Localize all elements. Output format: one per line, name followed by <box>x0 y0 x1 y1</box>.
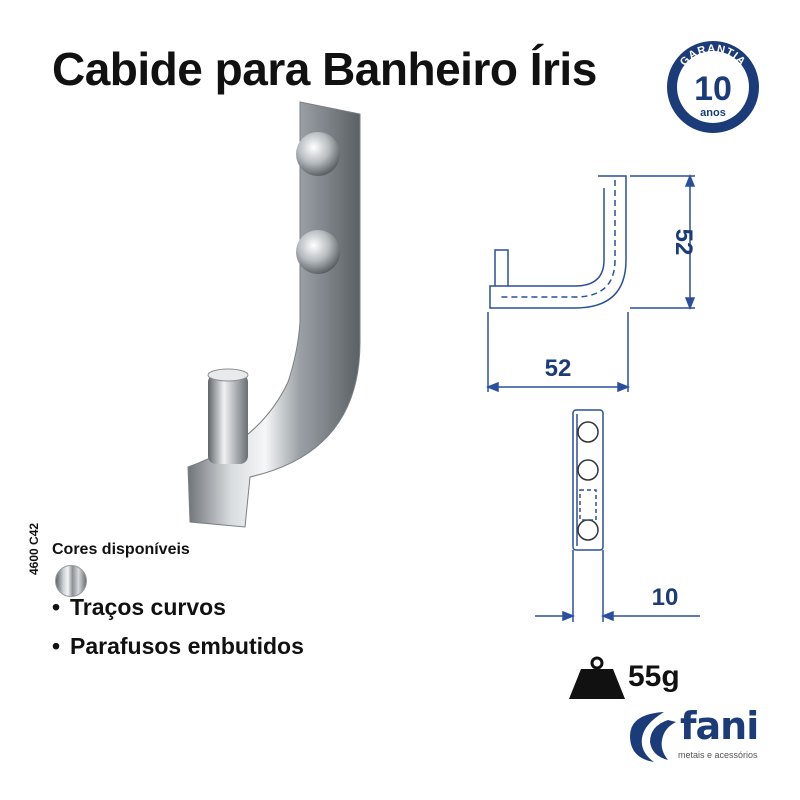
warranty-badge: GARANTIA 10 anos <box>667 41 759 133</box>
bullet-dot: • <box>52 594 61 620</box>
side-view-drawing: 52 52 <box>485 173 697 393</box>
weight-icon <box>569 656 625 699</box>
hook-pin <box>208 374 248 464</box>
brand-tagline: metais e acessórios <box>678 750 758 760</box>
product-image <box>187 101 361 528</box>
front-view-drawing: 10 <box>535 409 700 622</box>
depth-dimension: 52 <box>545 355 572 382</box>
feature-item: • Traços curvos <box>52 594 226 621</box>
feature-text: Parafusos embutidos <box>70 633 304 659</box>
weight-value: 55g <box>628 660 680 693</box>
hook-body <box>187 101 361 528</box>
chrome-color-swatch <box>55 565 87 597</box>
width-dimension: 10 <box>652 584 679 611</box>
colors-label: Cores disponíveis <box>52 541 190 558</box>
feature-item: • Parafusos embutidos <box>52 633 304 660</box>
badge-number: 10 <box>694 70 732 108</box>
product-code: 4600 C42 <box>27 522 41 575</box>
badge-unit: anos <box>700 107 726 119</box>
screw-cap-bottom <box>296 230 340 274</box>
fani-logo-icon <box>630 712 676 762</box>
height-dimension: 52 <box>670 229 697 256</box>
screw-cap-top <box>296 132 340 176</box>
bullet-dot: • <box>52 633 61 659</box>
brand-name: fani <box>680 704 759 748</box>
feature-text: Traços curvos <box>70 594 226 620</box>
page-title: Cabide para Banheiro Íris <box>52 43 597 95</box>
